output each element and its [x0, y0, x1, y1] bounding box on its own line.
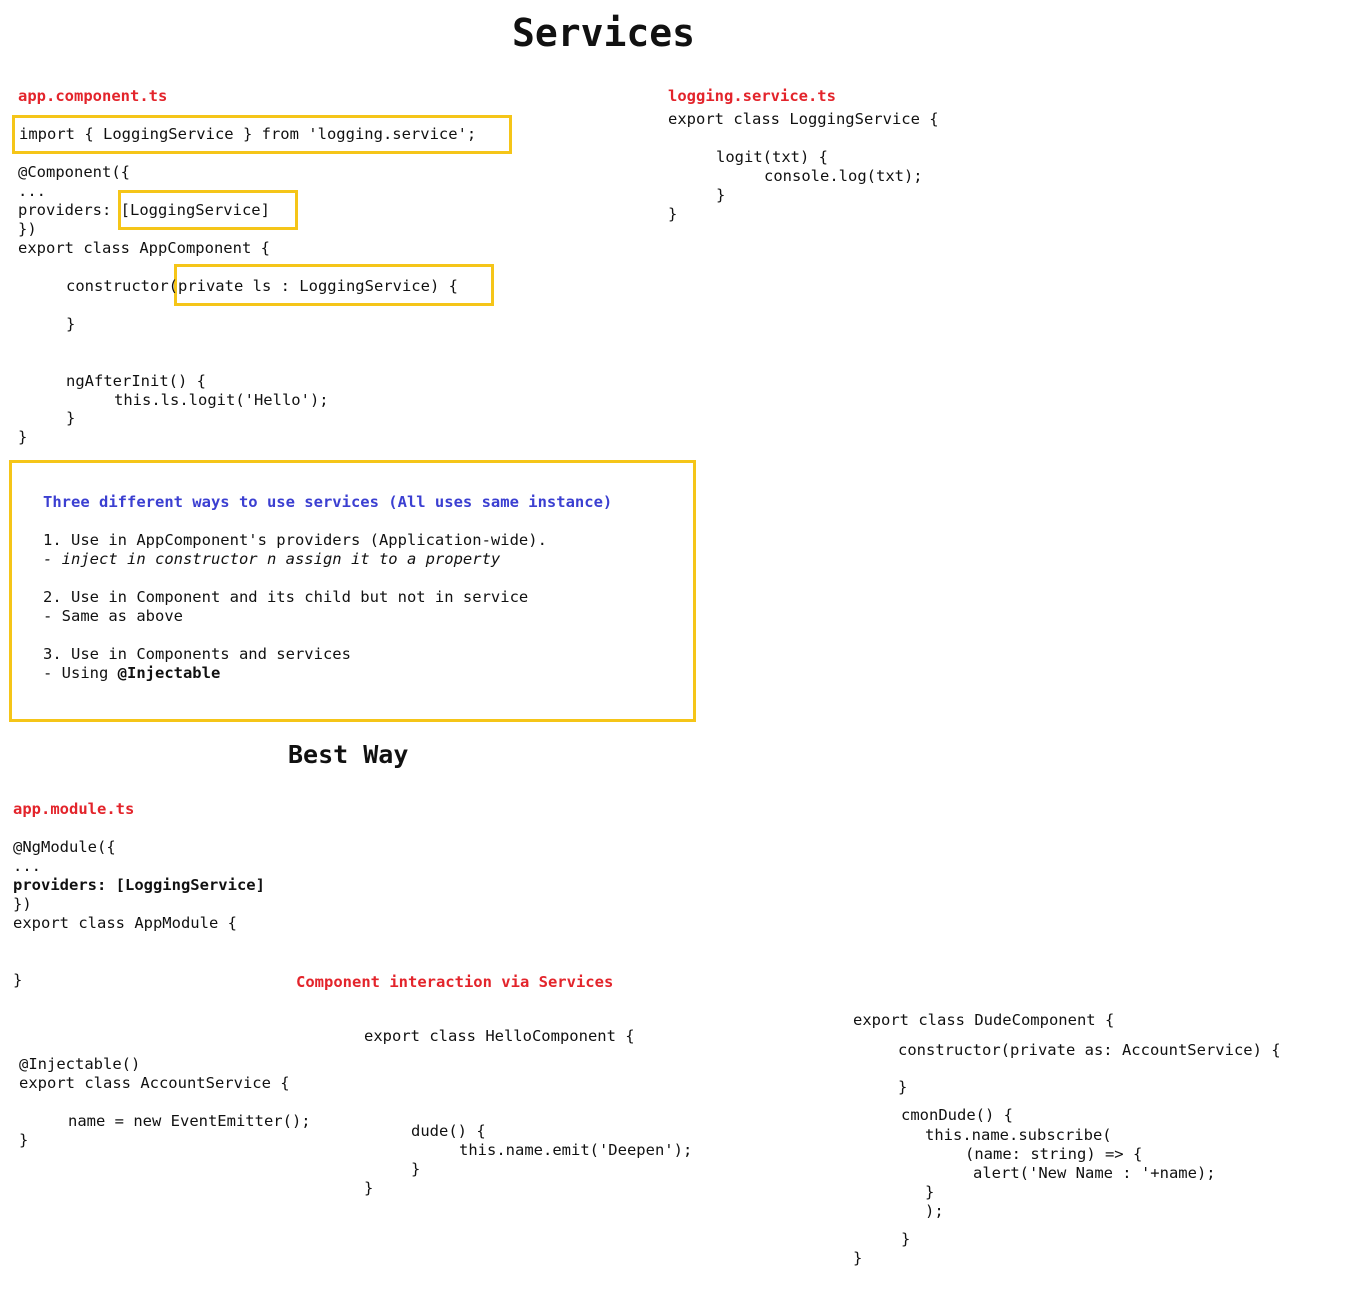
code-line: }): [13, 895, 32, 913]
code-line: }: [18, 428, 28, 446]
code-line: }: [668, 205, 678, 223]
providers-highlight-box: [118, 190, 298, 230]
constructor-highlight-box: [174, 264, 494, 306]
code-line: export class LoggingService {: [668, 110, 939, 128]
code-line: this.name.emit('Deepen');: [459, 1141, 693, 1159]
logging-service-filename: logging.service.ts: [668, 87, 836, 105]
info-item: 3. Use in Components and services: [43, 645, 351, 663]
code-line: }: [925, 1183, 935, 1201]
info-item-note: - inject in constructor n assign it to a…: [43, 550, 501, 568]
injectable-keyword: @Injectable: [117, 664, 221, 682]
code-line: constructor(private ls : LoggingService)…: [66, 277, 458, 295]
code-line: }: [901, 1230, 911, 1248]
code-line: @Injectable(): [19, 1055, 141, 1073]
info-item-note: - Using @Injectable: [43, 664, 220, 683]
code-line: );: [925, 1202, 944, 1220]
code-line: constructor(private as: AccountService) …: [898, 1041, 1281, 1059]
code-line: }: [716, 186, 726, 204]
code-line: export class DudeComponent {: [853, 1011, 1115, 1029]
code-line: export class HelloComponent {: [364, 1027, 635, 1045]
app-module-filename: app.module.ts: [13, 800, 135, 818]
code-line: name = new EventEmitter();: [68, 1112, 311, 1130]
code-line: }): [18, 220, 37, 238]
code-line: providers: [LoggingService]: [18, 201, 270, 219]
info-item-note: - Same as above: [43, 607, 183, 625]
app-component-filename: app.component.ts: [18, 87, 168, 105]
info-box-heading: Three different ways to use services (Al…: [43, 493, 613, 511]
code-line: providers: [LoggingService]: [13, 876, 265, 894]
code-line: ngAfterInit() {: [66, 372, 206, 390]
best-way-title: Best Way: [288, 740, 409, 769]
code-line: logit(txt) {: [716, 148, 828, 166]
code-line: }: [13, 971, 23, 989]
code-line: }: [66, 409, 76, 427]
code-line: this.name.subscribe(: [925, 1126, 1112, 1144]
code-line: @Component({: [18, 163, 130, 181]
page-title: Services: [512, 11, 696, 55]
info-box: [9, 460, 696, 722]
code-line: export class AppModule {: [13, 914, 237, 932]
code-line: ...: [13, 857, 41, 875]
interaction-title: Component interaction via Services: [296, 973, 614, 991]
code-line: dude() {: [411, 1122, 486, 1140]
code-line: cmonDude() {: [901, 1106, 1013, 1124]
code-line: console.log(txt);: [764, 167, 923, 185]
code-line: }: [66, 315, 76, 333]
code-line: @NgModule({: [13, 838, 116, 856]
code-line: }: [411, 1160, 421, 1178]
code-line: import { LoggingService } from 'logging.…: [19, 125, 477, 143]
info-item-note-text: - Using: [43, 664, 118, 682]
code-line: export class AccountService {: [19, 1074, 290, 1092]
info-item: 2. Use in Component and its child but no…: [43, 588, 529, 606]
code-line: }: [19, 1131, 29, 1149]
info-item: 1. Use in AppComponent's providers (Appl…: [43, 531, 547, 549]
code-line: }: [898, 1078, 908, 1096]
code-line: this.ls.logit('Hello');: [114, 391, 329, 409]
code-line: ...: [18, 182, 46, 200]
import-highlight-box: [12, 115, 512, 154]
code-line: (name: string) => {: [965, 1145, 1143, 1163]
code-line: }: [364, 1179, 374, 1197]
code-line: alert('New Name : '+name);: [973, 1164, 1216, 1182]
code-line: export class AppComponent {: [18, 239, 270, 257]
code-line: }: [853, 1249, 863, 1267]
